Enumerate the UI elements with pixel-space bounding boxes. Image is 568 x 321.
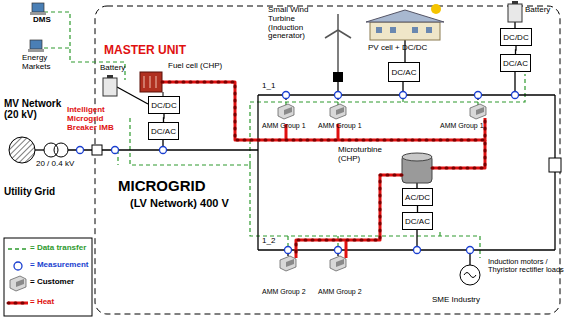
converter-label: DC/AC <box>392 68 417 77</box>
converter-label: DC/DC <box>503 33 528 42</box>
label: Battery <box>525 6 565 15</box>
legend-entry: = Heat <box>30 298 90 307</box>
converter-box: DC/AC <box>388 62 420 82</box>
label: AMM Group 2 <box>262 288 310 296</box>
converter-label: DC/DC <box>151 101 176 110</box>
label: PV cell + DC/DC <box>368 44 448 53</box>
label: AMM Group 2 <box>318 288 366 296</box>
converter-box: DC/DC <box>500 28 532 46</box>
label: Intelligent Microgrid Breaker IMB <box>67 106 125 132</box>
legend-entry: = Data transfer <box>30 244 90 253</box>
converter-box: DC/DC <box>148 96 180 114</box>
label: Induction motors / Thyristor rectifier l… <box>488 258 564 275</box>
converter-label: DC/AC <box>503 59 528 68</box>
label: SME Industry <box>432 296 492 305</box>
label: 1_2 <box>262 237 282 246</box>
converter-box: AC/DC <box>402 188 433 206</box>
label: Energy Markets <box>22 54 70 72</box>
converter-label: DC/AC <box>405 217 430 226</box>
label: MV Network (20 kV) <box>4 98 64 120</box>
label: (LV Network) 400 V <box>130 197 230 209</box>
converter-box: DC/AC <box>148 122 179 140</box>
converter-label: AC/DC <box>405 193 430 202</box>
label: Fuel cell (CHP) <box>168 62 232 71</box>
label: MASTER UNIT <box>104 44 204 57</box>
label: AMM Group 1 <box>262 122 312 130</box>
label: Battery <box>100 64 140 73</box>
label: DMS <box>33 16 63 25</box>
legend-entry: = Measurement <box>30 261 90 270</box>
legend-entry: = Customer <box>30 278 90 287</box>
converter-link <box>163 114 165 122</box>
label: AMM Group 1 <box>440 122 484 130</box>
converter-box: DC/AC <box>500 54 531 72</box>
label: AMM Group 1 <box>318 122 368 130</box>
label: Microturbine (CHP) <box>338 146 380 164</box>
label: Small Wind Turbine (Induction generator) <box>268 6 326 41</box>
converter-label: DC/AC <box>151 127 176 136</box>
label: MICROGRID <box>118 178 228 195</box>
converter-box: DC/AC <box>402 212 433 230</box>
label: 20 / 0.4 kV <box>36 160 96 169</box>
label: 1_1 <box>262 82 282 91</box>
label: Utility Grid <box>4 186 84 197</box>
converter-link <box>515 46 517 54</box>
